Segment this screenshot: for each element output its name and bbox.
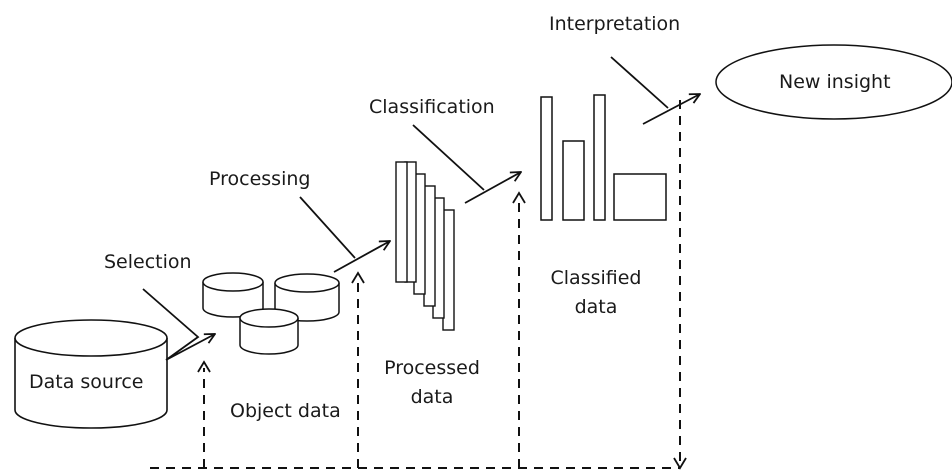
interpretation-step-label: Interpretation bbox=[549, 13, 681, 35]
processing-connector bbox=[299, 196, 390, 273]
classified-data-label-line2: data bbox=[574, 296, 618, 318]
data-source-label: Data source bbox=[29, 371, 144, 393]
processed-data-label-line2: data bbox=[410, 386, 454, 408]
object-data-cylinder-1 bbox=[202, 272, 264, 318]
processed-data-stack bbox=[395, 161, 455, 331]
processed-data-label-line1: Processed bbox=[384, 357, 480, 379]
selection-step-label: Selection bbox=[104, 251, 192, 273]
interpretation-connector bbox=[610, 56, 700, 125]
classified-data-label-line1: Classified bbox=[550, 267, 642, 289]
classified-data-bars bbox=[540, 94, 667, 221]
classification-connector bbox=[412, 124, 521, 204]
feedback-arrowheads bbox=[197, 191, 687, 470]
object-data-label: Object data bbox=[230, 400, 341, 422]
feedback-arrowhead-classification bbox=[512, 191, 526, 204]
processing-step-label: Processing bbox=[209, 168, 311, 190]
new-insight-label: New insight bbox=[779, 71, 891, 93]
new-insight-ellipse bbox=[715, 44, 952, 120]
feedback-arrowhead-processing bbox=[351, 271, 365, 284]
selection-connector bbox=[142, 288, 215, 361]
feedback-arrowhead-selection bbox=[197, 360, 211, 373]
classification-step-label: Classification bbox=[369, 96, 495, 118]
feedback-loop bbox=[150, 100, 681, 469]
feedback-arrowhead-interpretation bbox=[673, 457, 687, 470]
object-data-cylinder-3 bbox=[239, 308, 299, 355]
data-source-cylinder bbox=[14, 319, 168, 429]
